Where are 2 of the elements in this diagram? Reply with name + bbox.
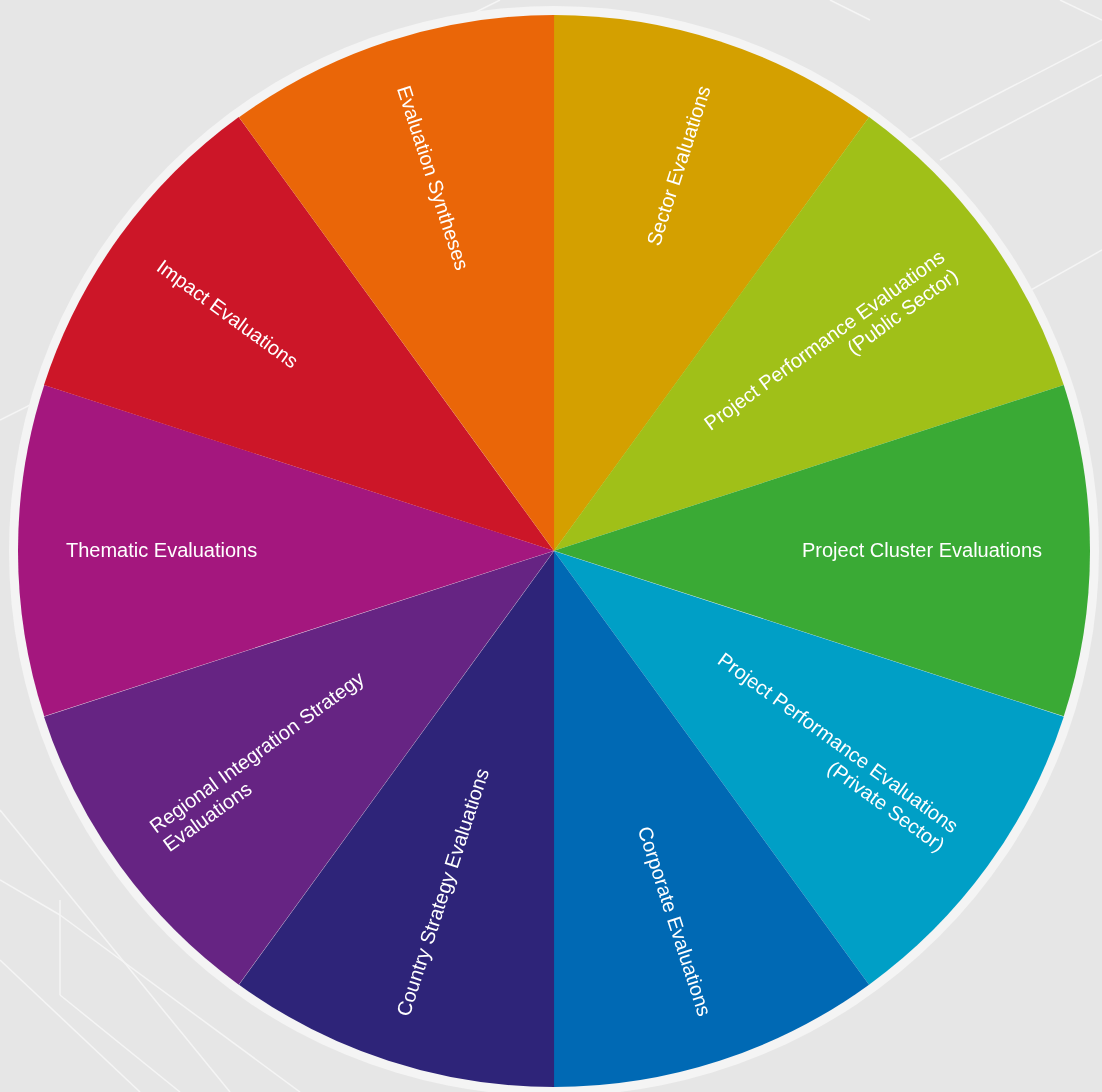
segment-label: Thematic Evaluations bbox=[66, 539, 258, 563]
segment-label: Project Cluster Evaluations bbox=[802, 539, 1043, 563]
